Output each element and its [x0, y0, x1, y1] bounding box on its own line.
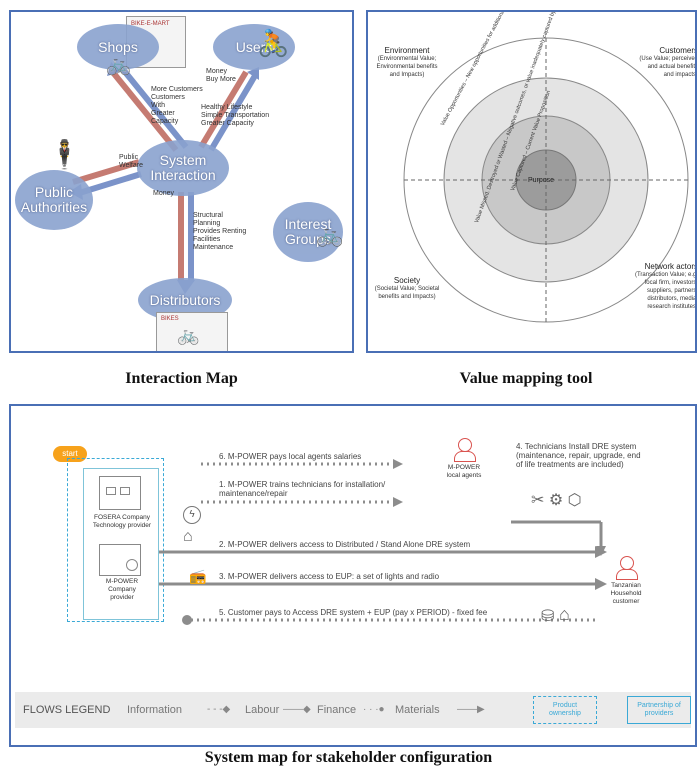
authority-figure-icon: 🕴	[47, 139, 82, 170]
radio-icon: 📻	[189, 568, 207, 584]
legend-product-ownership: Product ownership	[533, 696, 597, 724]
arrow-shops-system-red	[108, 68, 179, 152]
label-money-buy-more: Money Buy More	[206, 68, 236, 83]
soc-sub: (Societal Value; Societal benefits and I…	[374, 286, 440, 300]
cust-sub: (Use Value; perceived and actual benefit…	[639, 56, 697, 78]
net-title: Network actors	[644, 262, 697, 271]
bicycle-icon: 🚲	[106, 54, 131, 76]
household-body	[616, 569, 638, 580]
legend-bar	[15, 692, 691, 728]
agent-body	[454, 451, 476, 462]
house-icon: ⌂	[183, 528, 193, 545]
power-icon: ϟ	[183, 506, 201, 524]
provider-group	[67, 458, 164, 622]
tools-icon: ✂ ⚙ ⬡	[531, 492, 582, 509]
node-users: Users	[213, 24, 295, 70]
label-healthy-lifestyle: Healthy Lifestyle Simple Transportation …	[201, 104, 270, 127]
provider-inner-box	[83, 468, 159, 620]
env-title: Environment	[384, 46, 430, 55]
flow-3-label: 3. M-POWER delivers access to EUP: a set…	[219, 572, 440, 581]
env-sub: (Environmental Value; Environmental bene…	[376, 56, 438, 78]
value-rings	[403, 37, 689, 323]
caption-value-mapping: Value mapping tool	[459, 370, 593, 387]
local-agent-icon	[454, 438, 476, 462]
emart-sign: BIKE-E-MART	[131, 21, 170, 27]
company-icon	[99, 544, 141, 576]
interaction-map-panel: BIKE-E-MART Shops 🚲 Users 🚴 System Inter…	[9, 10, 354, 353]
coins-icon: ⛁	[541, 608, 555, 625]
distributor-shop: BIKES 🚲	[156, 312, 228, 351]
legend-finance-arrow: · · ·●	[363, 704, 385, 715]
factory-icon	[99, 476, 141, 510]
legend-info-arrow: - - -◆	[207, 704, 231, 715]
soc-title: Society	[393, 276, 421, 285]
legend-partnership: Partnership of providers	[627, 696, 691, 724]
flow-3-head	[595, 578, 607, 590]
flow-6-label: 6. M-POWER pays local agents salaries	[219, 452, 362, 461]
node-public-authorities: Public Authorities	[15, 170, 93, 230]
fosera-label: FOSERA Company Technology provider	[92, 514, 152, 529]
home-icon: ⌂	[559, 604, 570, 624]
corner-customers: Customers (Use Value; perceived and actu…	[636, 46, 697, 79]
factory-window	[120, 487, 130, 495]
node-system-interaction: System Interaction	[137, 140, 229, 196]
legend-information: Information	[127, 704, 183, 716]
flow-2-label: 2. M-POWER delivers access to Distribute…	[219, 540, 471, 549]
flow-1-label: 1. M-POWER trains technicians for instal…	[219, 480, 386, 498]
flow-2-head	[595, 546, 607, 558]
value-mapping-panel: Purpose Value Opportunities – New opport…	[366, 10, 697, 353]
flow-4-label: 4. Technicians Install DRE system (maint…	[516, 442, 641, 469]
arrow-users-system-blue	[208, 72, 259, 152]
arrow-users-system-red	[198, 70, 249, 149]
household-label: Tanzanian Household customer	[610, 582, 642, 605]
arrowhead-users	[247, 67, 259, 80]
interest-cyclist-icon: 🚲	[316, 222, 344, 247]
label-structural-planning: Structural Planning Provides Renting Fac…	[193, 212, 247, 251]
cust-title: Customers	[659, 46, 697, 55]
mpower-provider-label: M-POWER Company provider	[105, 578, 139, 601]
legend-title: FLOWS LEGEND	[23, 704, 111, 716]
label-money: Money	[153, 190, 175, 197]
system-map-panel: start FOSERA Company Technology provider…	[9, 404, 697, 747]
label-more-customers: More Customers Customers With Greater Ca…	[151, 86, 203, 125]
flow-5-origin	[182, 615, 192, 625]
node-shops: Shops	[77, 24, 159, 70]
legend-finance: Finance	[317, 704, 357, 716]
person-mini-icon	[126, 559, 138, 571]
system-flows	[159, 459, 607, 625]
net-sub: (Transaction Value; e.g. focal firm, inv…	[634, 272, 697, 310]
legend-materials: Materials	[395, 704, 440, 716]
bikes-icon: 🚲	[177, 325, 200, 345]
arrow-public-system-red	[72, 159, 140, 185]
arrow-shops-system-blue	[118, 65, 189, 149]
caption-system-map: System map for stakeholder configuration	[204, 749, 493, 766]
legend-labour-arrow: ——◆	[283, 704, 311, 715]
corner-network-actors: Network actors (Transaction Value; e.g. …	[634, 262, 697, 311]
household-icon	[616, 556, 638, 580]
flow-5-label: 5. Customer pays to Access DRE system + …	[219, 608, 488, 617]
flow-1-head	[393, 497, 403, 507]
center-purpose: Purpose	[528, 177, 555, 184]
factory-window	[106, 487, 116, 495]
legend-labour: Labour	[245, 704, 280, 716]
flow-6-head	[393, 459, 403, 469]
local-agents-label: M-POWER local agents	[446, 464, 482, 479]
node-interest-groups: Interest Groups	[273, 202, 343, 262]
corner-society: Society (Societal Value; Societal benefi…	[374, 276, 440, 301]
bikes-sign: BIKES	[161, 316, 179, 322]
label-public-welfare: Public Welfare	[119, 154, 143, 169]
caption-interaction-map: Interaction Map	[125, 370, 238, 387]
legend-materials-arrow: ——▶	[457, 704, 485, 715]
cyclist-icon: 🚴	[257, 28, 290, 58]
corner-environment: Environment (Environmental Value; Enviro…	[374, 46, 440, 79]
